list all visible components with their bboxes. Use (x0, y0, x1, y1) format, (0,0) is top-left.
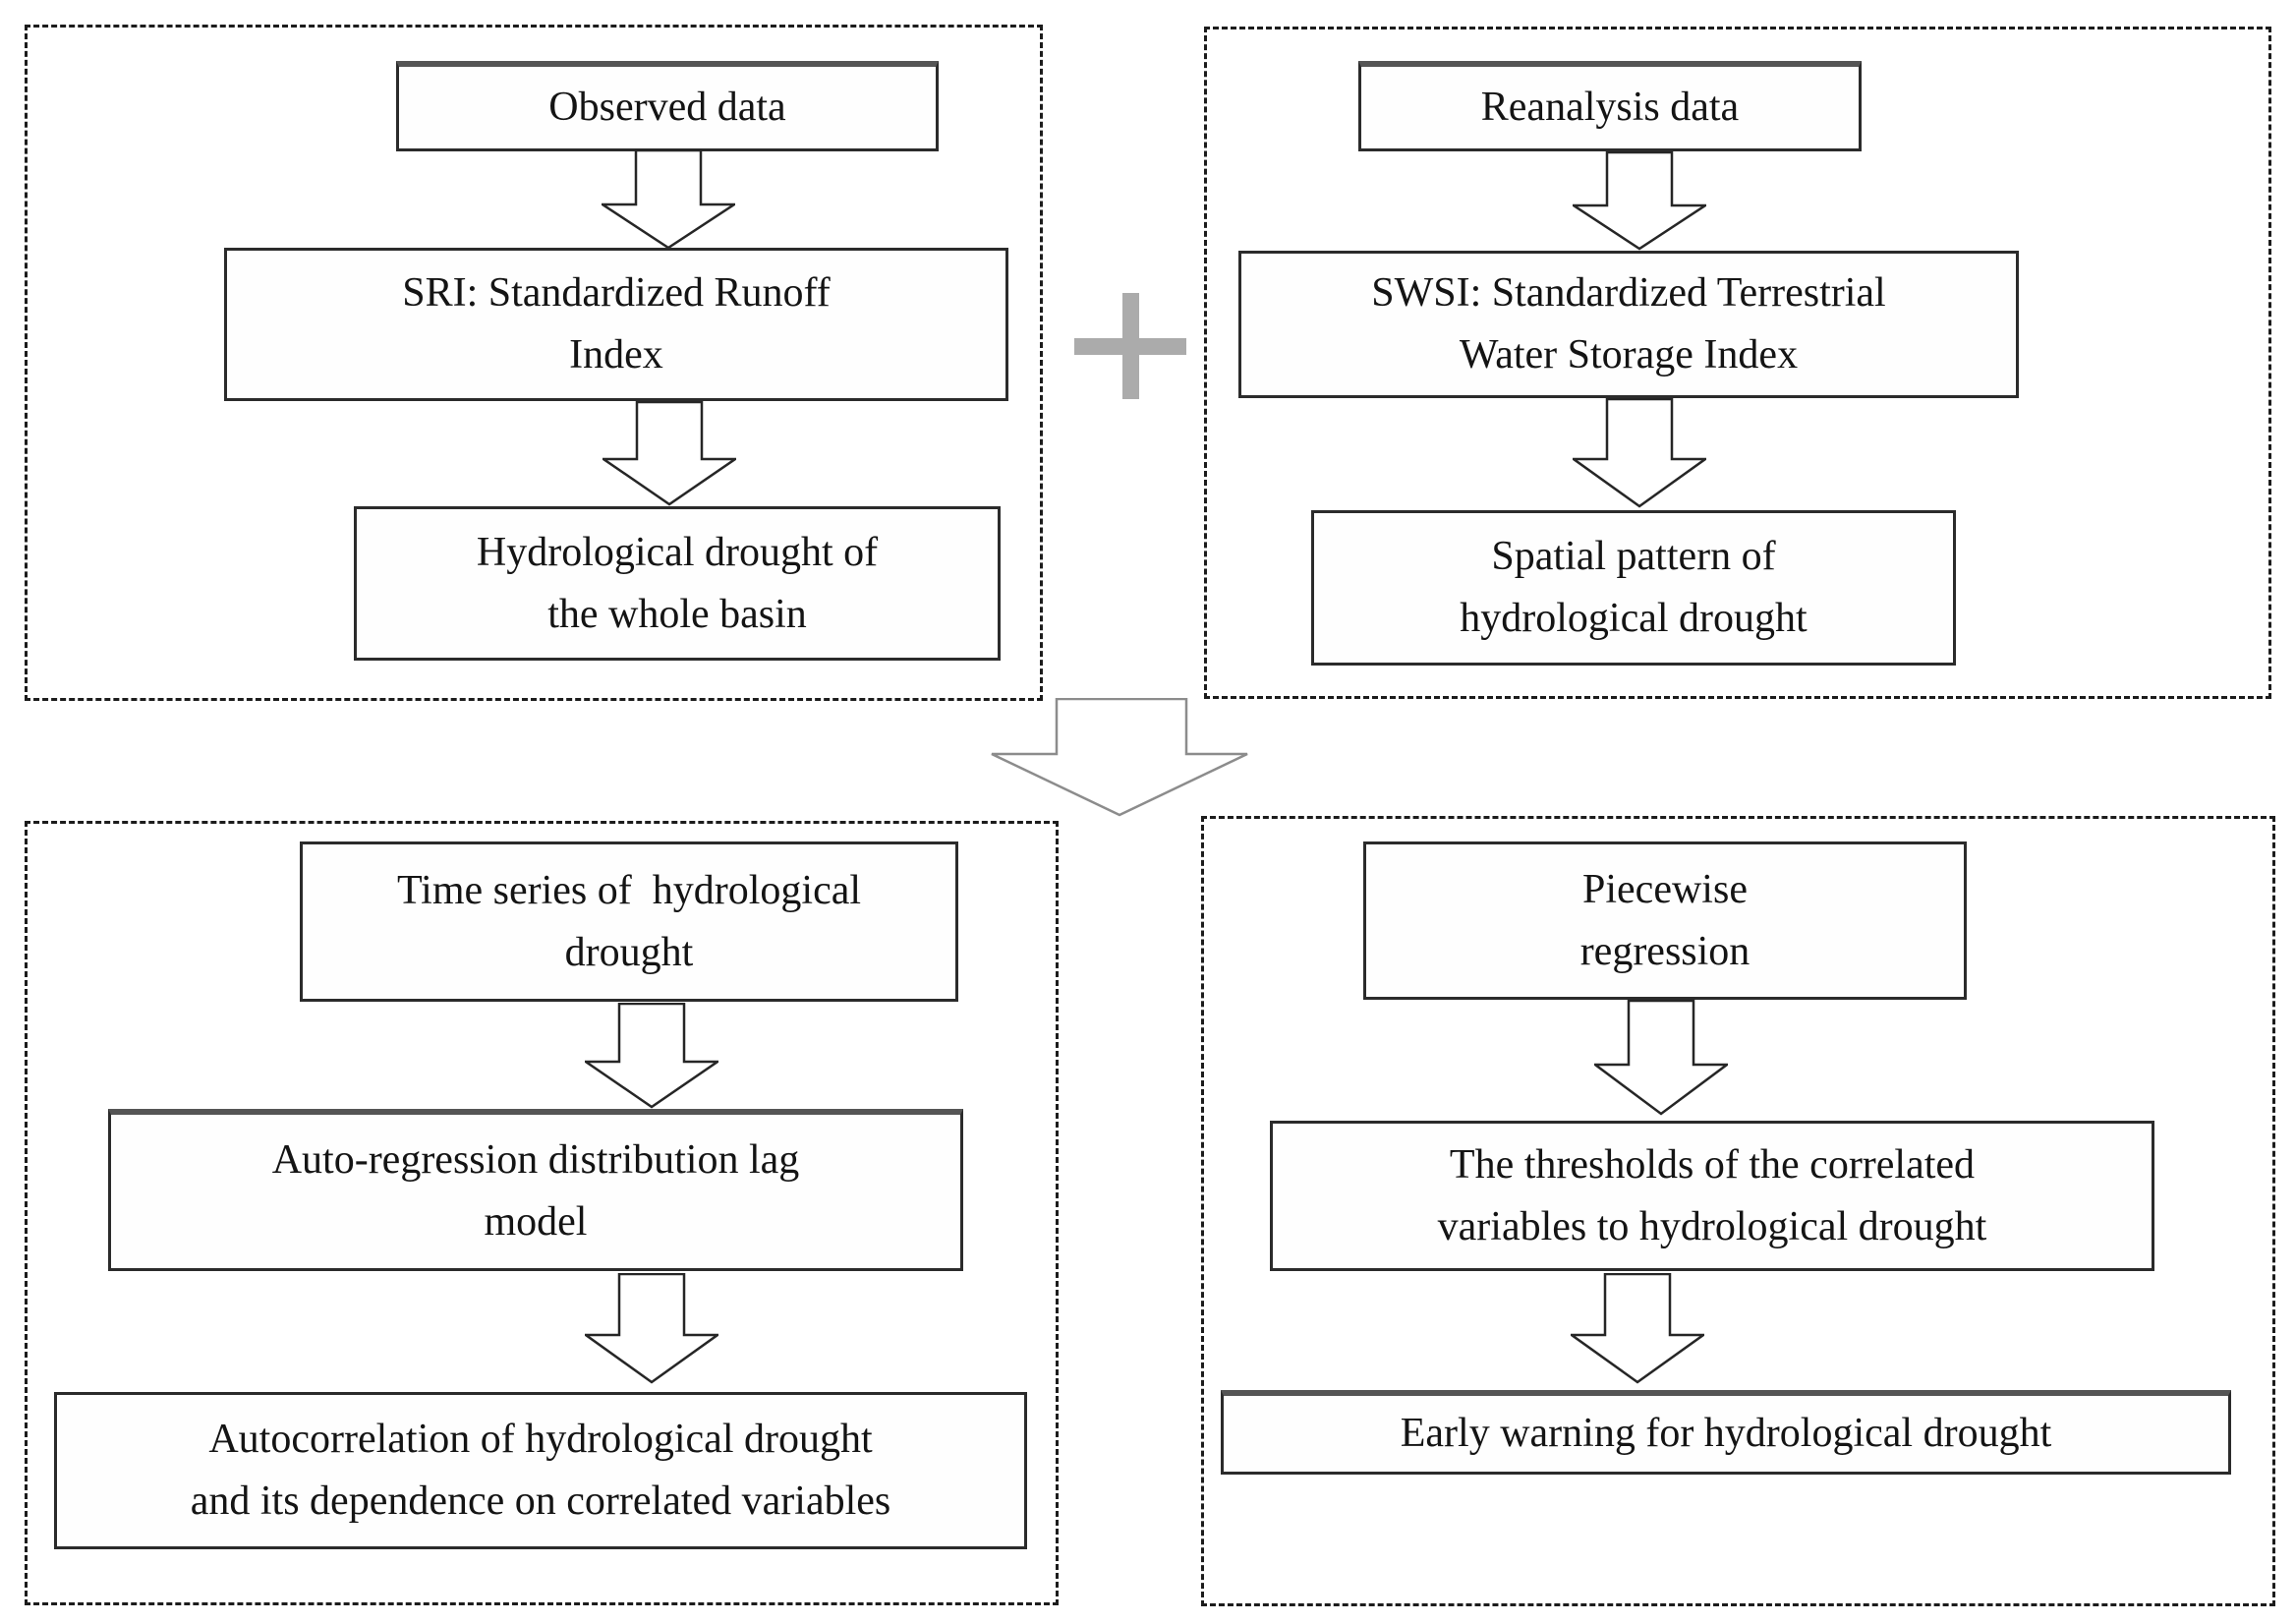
box-thresholds-label: The thresholds of the correlated variabl… (1437, 1141, 1987, 1249)
box-ardl-model: Auto-regression distribution lag model (108, 1109, 963, 1271)
box-spatial-pattern-label: Spatial pattern of hydrological drought (1460, 534, 1808, 641)
panel-top-right (1204, 27, 2271, 699)
box-piecewise-regression-label: Piecewise regression (1579, 866, 1751, 974)
down-arrow-icon (585, 1003, 718, 1109)
box-swsi: SWSI: Standardized Terrestrial Water Sto… (1238, 251, 2019, 398)
down-arrow-icon (603, 401, 736, 506)
down-arrow-icon (1573, 151, 1706, 251)
down-arrow-icon (585, 1273, 718, 1384)
box-observed-data: Observed data (396, 61, 939, 151)
big-down-arrow-icon (991, 698, 1248, 817)
box-swsi-label: SWSI: Standardized Terrestrial Water Sto… (1371, 270, 1886, 377)
box-spatial-pattern: Spatial pattern of hydrological drought (1311, 510, 1956, 666)
box-hydrological-drought: Hydrological drought of the whole basin (354, 506, 1001, 661)
box-sri: SRI: Standardized Runoff Index (224, 248, 1008, 401)
panel-top-left (25, 25, 1043, 701)
down-arrow-icon (602, 149, 735, 250)
down-arrow-icon (1573, 398, 1706, 508)
box-hydrological-drought-label: Hydrological drought of the whole basin (476, 529, 879, 637)
box-time-series: Time series of hydrological drought (300, 841, 958, 1002)
box-early-warning: Early warning for hydrological drought (1221, 1390, 2231, 1475)
box-sri-label: SRI: Standardized Runoff Index (402, 270, 831, 377)
box-autocorrelation: Autocorrelation of hydrological drought … (54, 1392, 1027, 1549)
box-observed-data-label: Observed data (548, 85, 786, 130)
box-thresholds: The thresholds of the correlated variabl… (1270, 1121, 2154, 1271)
panel-bottom-right (1201, 816, 2275, 1606)
box-piecewise-regression: Piecewise regression (1363, 841, 1967, 1000)
box-reanalysis-data-label: Reanalysis data (1480, 85, 1740, 130)
box-autocorrelation-label: Autocorrelation of hydrological drought … (190, 1417, 891, 1524)
box-early-warning-label: Early warning for hydrological drought (1400, 1411, 2052, 1456)
box-reanalysis-data: Reanalysis data (1358, 61, 1862, 151)
box-time-series-label: Time series of hydrological drought (396, 867, 862, 975)
down-arrow-icon (1594, 1000, 1728, 1116)
box-ardl-model-label: Auto-regression distribution lag model (271, 1137, 800, 1245)
down-arrow-icon (1571, 1273, 1704, 1384)
panel-bottom-left (25, 821, 1059, 1605)
